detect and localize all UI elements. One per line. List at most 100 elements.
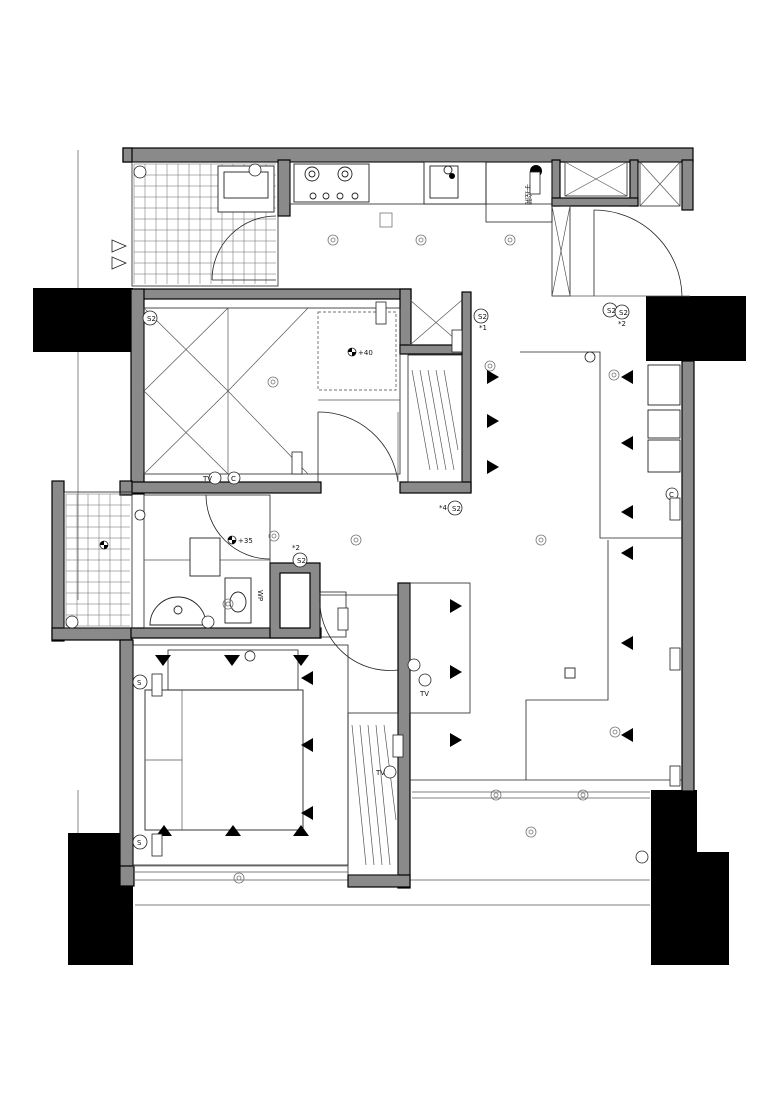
downlight-icon xyxy=(487,414,499,428)
column-bottom-right xyxy=(651,790,697,965)
switch-icon: S2 xyxy=(142,310,158,326)
svg-text:S2: S2 xyxy=(452,505,461,513)
svg-text:S2: S2 xyxy=(297,557,306,565)
svg-text:*1: *1 xyxy=(479,324,487,332)
switch-icon: S2 *4 xyxy=(439,500,463,516)
switch-icon: S2 *2 xyxy=(292,544,308,568)
tv-outlet-icon: TV xyxy=(418,673,432,698)
svg-text:*4: *4 xyxy=(439,504,448,512)
ceiling-light-icon xyxy=(535,534,547,546)
outlet-icon xyxy=(407,658,421,672)
column-bottom-right-outer xyxy=(690,852,729,965)
downlight-icon xyxy=(621,636,633,650)
downlight-icon xyxy=(621,436,633,450)
downlight-icon xyxy=(621,505,633,519)
svg-text:+40: +40 xyxy=(358,349,373,357)
ceiling-light-icon xyxy=(233,872,245,884)
bath-label: WP xyxy=(256,590,264,601)
bedroom-1 xyxy=(143,299,463,483)
level-mark-icon xyxy=(99,540,109,550)
outlet-tag-icon xyxy=(392,734,404,758)
downlight-icon xyxy=(621,370,633,384)
svg-text:TV: TV xyxy=(375,769,385,777)
downlight-icon xyxy=(301,738,313,752)
outlet-tag-icon xyxy=(151,833,163,857)
svg-text:+35: +35 xyxy=(238,537,253,545)
svg-text:TV: TV xyxy=(202,475,212,483)
downlight-icon xyxy=(155,655,171,666)
downlight-triangles xyxy=(155,370,633,836)
outlet-tag-icon xyxy=(669,647,681,671)
svg-text:S: S xyxy=(137,839,142,847)
downlight-icon xyxy=(301,671,313,685)
ceiling-light-icon xyxy=(267,376,279,388)
walls xyxy=(51,147,695,889)
downlight-icon xyxy=(301,806,313,820)
outlet-icon xyxy=(244,650,256,662)
window-marker-icon xyxy=(111,239,128,253)
outlet-icon xyxy=(635,850,649,864)
outlet-icon xyxy=(201,615,215,629)
window-marker-icon xyxy=(111,256,128,270)
outlet-tag-icon xyxy=(669,765,681,787)
ceiling-light-icon xyxy=(608,369,620,381)
tv-outlet-icon: TV xyxy=(375,765,397,779)
column-top-right xyxy=(646,296,746,361)
downlight-icon xyxy=(450,665,462,679)
downlight-icon xyxy=(487,370,499,384)
bathroom xyxy=(143,494,271,629)
outlet-tag-icon xyxy=(451,329,463,353)
bedroom-2 xyxy=(132,591,399,876)
downlight-icon xyxy=(293,655,309,666)
ceiling-light-icon xyxy=(609,726,621,738)
downlight-icon xyxy=(621,728,633,742)
ceiling-light-icon xyxy=(415,234,427,246)
outlet-tag-icon xyxy=(669,497,681,521)
vanity xyxy=(189,537,221,577)
level-mark-icon: +40 xyxy=(347,347,373,357)
switch-icon: S xyxy=(132,674,148,690)
svg-text:S2: S2 xyxy=(607,307,616,315)
outlet-tag-icon xyxy=(337,607,349,631)
outlet-tag-icon xyxy=(291,451,303,475)
outlet-icon xyxy=(248,163,262,177)
downlight-icon xyxy=(487,460,499,474)
outlet-icon xyxy=(584,351,596,363)
outlet-icon xyxy=(65,615,79,629)
svg-text:C: C xyxy=(669,491,674,499)
ceiling-light-icon xyxy=(484,360,496,372)
ceiling-light-icon xyxy=(327,234,339,246)
downlight-icon xyxy=(293,825,309,836)
outlet-tag-icon xyxy=(529,171,541,195)
svg-text:*2: *2 xyxy=(292,544,300,552)
svg-text:S2: S2 xyxy=(478,313,487,321)
ceiling-light-icon xyxy=(222,598,234,610)
downlight-icon xyxy=(225,825,241,836)
downlight-icon xyxy=(224,655,240,666)
switch-icon: S xyxy=(132,834,148,850)
ceiling-lights xyxy=(222,234,621,884)
svg-text:TV: TV xyxy=(419,690,429,698)
ceiling-light-icon xyxy=(268,530,280,542)
ceiling-light-icon xyxy=(350,534,362,546)
fixture-note-label: 手控開 xyxy=(524,184,533,205)
downlight-icon xyxy=(450,599,462,613)
level-mark-icon: +35 xyxy=(227,535,253,545)
svg-text:*2: *2 xyxy=(618,320,626,328)
downlight-icon xyxy=(621,546,633,560)
svg-text:C: C xyxy=(231,475,236,483)
outlet-icon xyxy=(133,165,147,179)
annotations: S2 S2 *1 S2 S2 *2 S2 *4 S2 *2 S S TV xyxy=(65,163,681,864)
outlet-icon xyxy=(134,509,146,521)
column-top-left xyxy=(33,288,133,352)
downlight-icon xyxy=(450,733,462,747)
ceiling-light-icon xyxy=(504,234,516,246)
balcony-top xyxy=(131,161,279,287)
balcony-left xyxy=(63,491,133,629)
svg-text:S2: S2 xyxy=(147,315,156,323)
svg-text:S: S xyxy=(137,679,142,687)
ceiling-light-icon xyxy=(525,826,537,838)
outlet-tag-icon xyxy=(151,673,163,697)
switch-icon: S2 *1 xyxy=(473,308,489,332)
